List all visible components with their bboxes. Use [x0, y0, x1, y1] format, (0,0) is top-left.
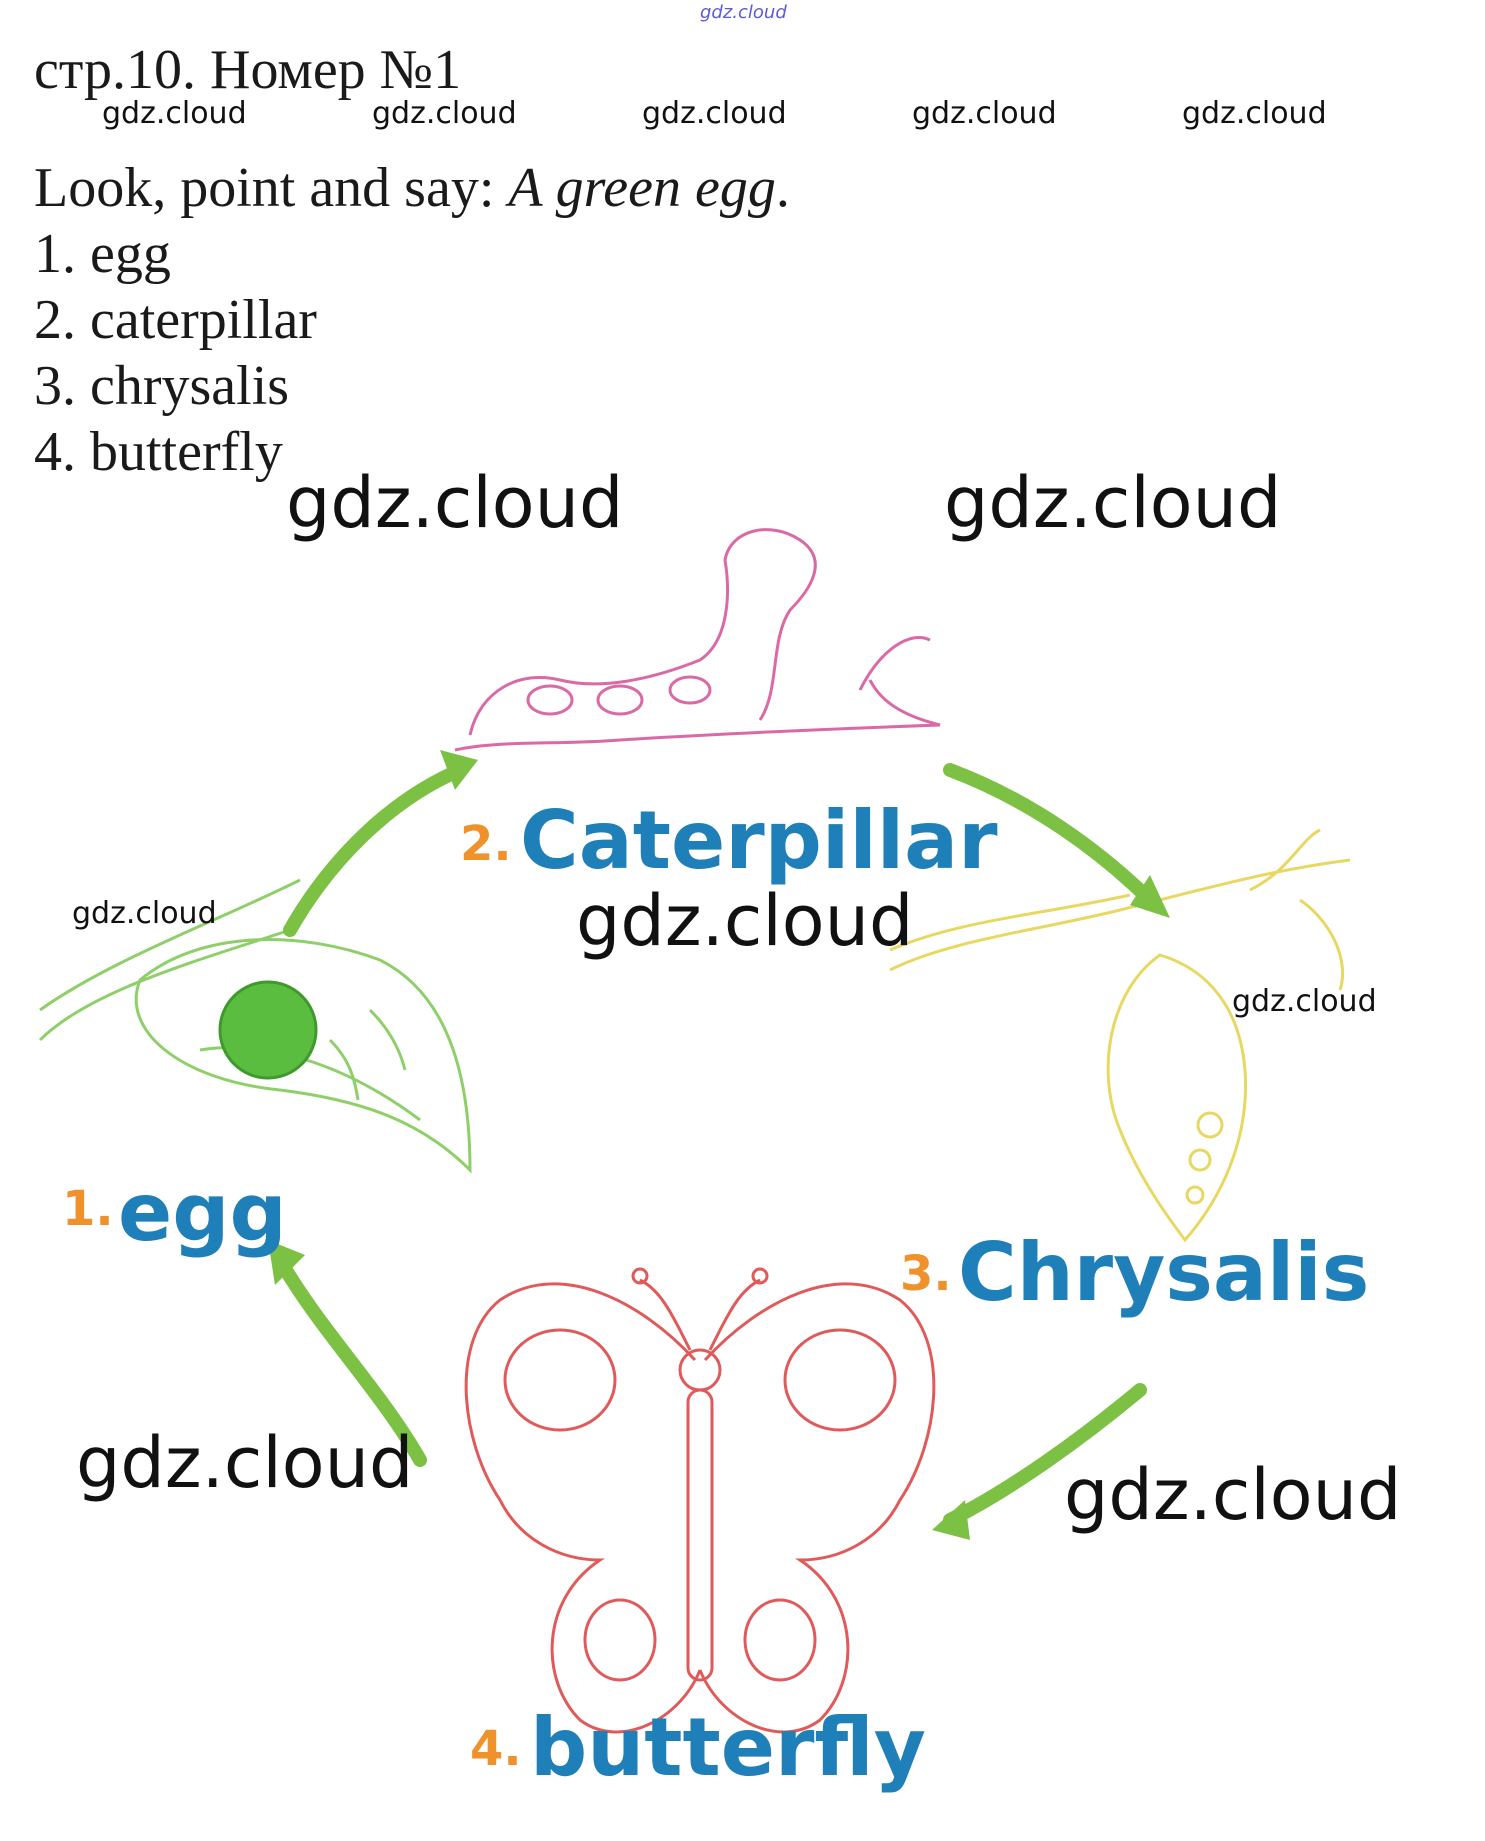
- watermark: gdz.cloud: [372, 96, 517, 131]
- watermark: gdz.cloud: [102, 96, 247, 131]
- watermark: gdz.cloud: [76, 1422, 414, 1504]
- instruction: Look, point and say: A green egg.: [34, 156, 790, 220]
- cycle-arrows: [273, 763, 1162, 1527]
- butterfly-illustration: [464, 1267, 936, 1734]
- arrow-butterfly-to-egg: [273, 1253, 427, 1467]
- watermark: gdz.cloud: [1232, 984, 1377, 1019]
- list-item-caterpillar: 2. caterpillar: [34, 289, 317, 351]
- chrysalis-illustration: [889, 828, 1351, 1243]
- arrow-egg-to-caterpillar: [283, 763, 467, 937]
- page-title: стр.10. Номер №1: [34, 39, 462, 101]
- watermark: gdz.cloud: [944, 462, 1282, 544]
- caterpillar-illustration: [454, 528, 941, 752]
- instruction-suffix: .: [775, 157, 790, 219]
- label-egg-number: 1.: [62, 1181, 114, 1237]
- watermark: gdz.cloud: [912, 96, 1057, 131]
- green-egg-icon: [218, 980, 318, 1080]
- watermark: gdz.cloud: [72, 896, 217, 931]
- label-butterfly: butterfly: [530, 1701, 926, 1794]
- watermark: gdz.cloud: [1182, 96, 1327, 131]
- arrow-caterpillar-to-chrysalis: [943, 763, 1162, 912]
- label-egg: egg: [118, 1166, 287, 1259]
- instruction-prefix: Look, point and say:: [34, 157, 509, 219]
- label-caterpillar-number: 2.: [460, 816, 512, 872]
- list-item-egg: 1. egg: [34, 223, 171, 285]
- label-butterfly-number: 4.: [470, 1721, 522, 1777]
- list-item-chrysalis: 3. chrysalis: [34, 355, 290, 417]
- label-caterpillar: Caterpillar: [520, 794, 998, 887]
- watermark: gdz.cloud: [1064, 1454, 1402, 1536]
- label-chrysalis-number: 3.: [900, 1246, 952, 1302]
- list-item-butterfly: 4. butterfly: [34, 421, 283, 483]
- watermark-top: gdz.cloud: [700, 2, 787, 23]
- watermark: gdz.cloud: [576, 880, 914, 962]
- watermark: gdz.cloud: [286, 462, 624, 544]
- arrow-chrysalis-to-butterfly: [943, 1383, 1147, 1527]
- watermark: gdz.cloud: [642, 96, 787, 131]
- instruction-example: A green egg: [508, 157, 776, 219]
- arrow-heads: [268, 750, 1170, 1540]
- label-chrysalis: Chrysalis: [958, 1226, 1369, 1319]
